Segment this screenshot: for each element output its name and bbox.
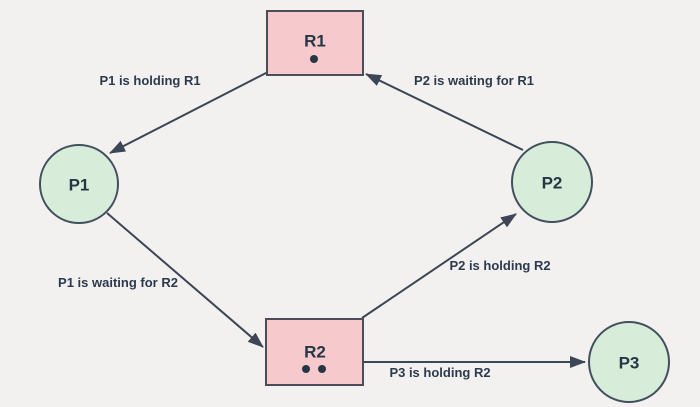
node-process-p1: P1 (39, 144, 119, 224)
resource-r2-label: R2 (304, 343, 326, 362)
node-resource-r2: R2 (265, 318, 364, 386)
node-process-p3: P3 (588, 321, 670, 403)
process-p1-circle (39, 144, 119, 224)
edge-label-p2-holding-r2: P2 is holding R2 (449, 258, 550, 273)
resource-r1-label: R1 (304, 32, 326, 51)
process-p1-label: P1 (69, 176, 90, 195)
edges-layer (106, 71, 586, 368)
resource-r2-instance-dot-icon (318, 365, 326, 373)
edge-label-p1-holding-r1: P1 is holding R1 (99, 73, 200, 88)
process-p2-label: P2 (542, 174, 563, 193)
edge-label-p1-waiting-r2: P1 is waiting for R2 (58, 275, 178, 290)
edge-p2-to-r1-arrow (365, 73, 524, 151)
node-resource-r1: R1 (266, 10, 364, 76)
resource-r1-box (266, 10, 364, 76)
resource-r2-instance-dot-icon (302, 365, 310, 373)
process-p3-label: P3 (619, 354, 640, 373)
resource-r2-box (265, 318, 364, 386)
edge-labels-layer: P1 is holding R1 P2 is waiting for R1 P1… (58, 73, 551, 380)
process-p3-circle (588, 321, 670, 403)
resource-r1-instance-dot-icon (310, 55, 318, 63)
process-p2-circle (511, 141, 593, 223)
edge-label-p2-waiting-r1: P2 is waiting for R1 (414, 73, 534, 88)
node-process-p2: P2 (511, 141, 593, 223)
edge-r2-to-p2-arrow (361, 213, 517, 319)
edge-p1-to-r2-arrow (106, 212, 264, 348)
edge-r1-to-p1-arrow (109, 71, 269, 154)
edge-label-p3-holding-r2: P3 is holding R2 (389, 365, 490, 380)
